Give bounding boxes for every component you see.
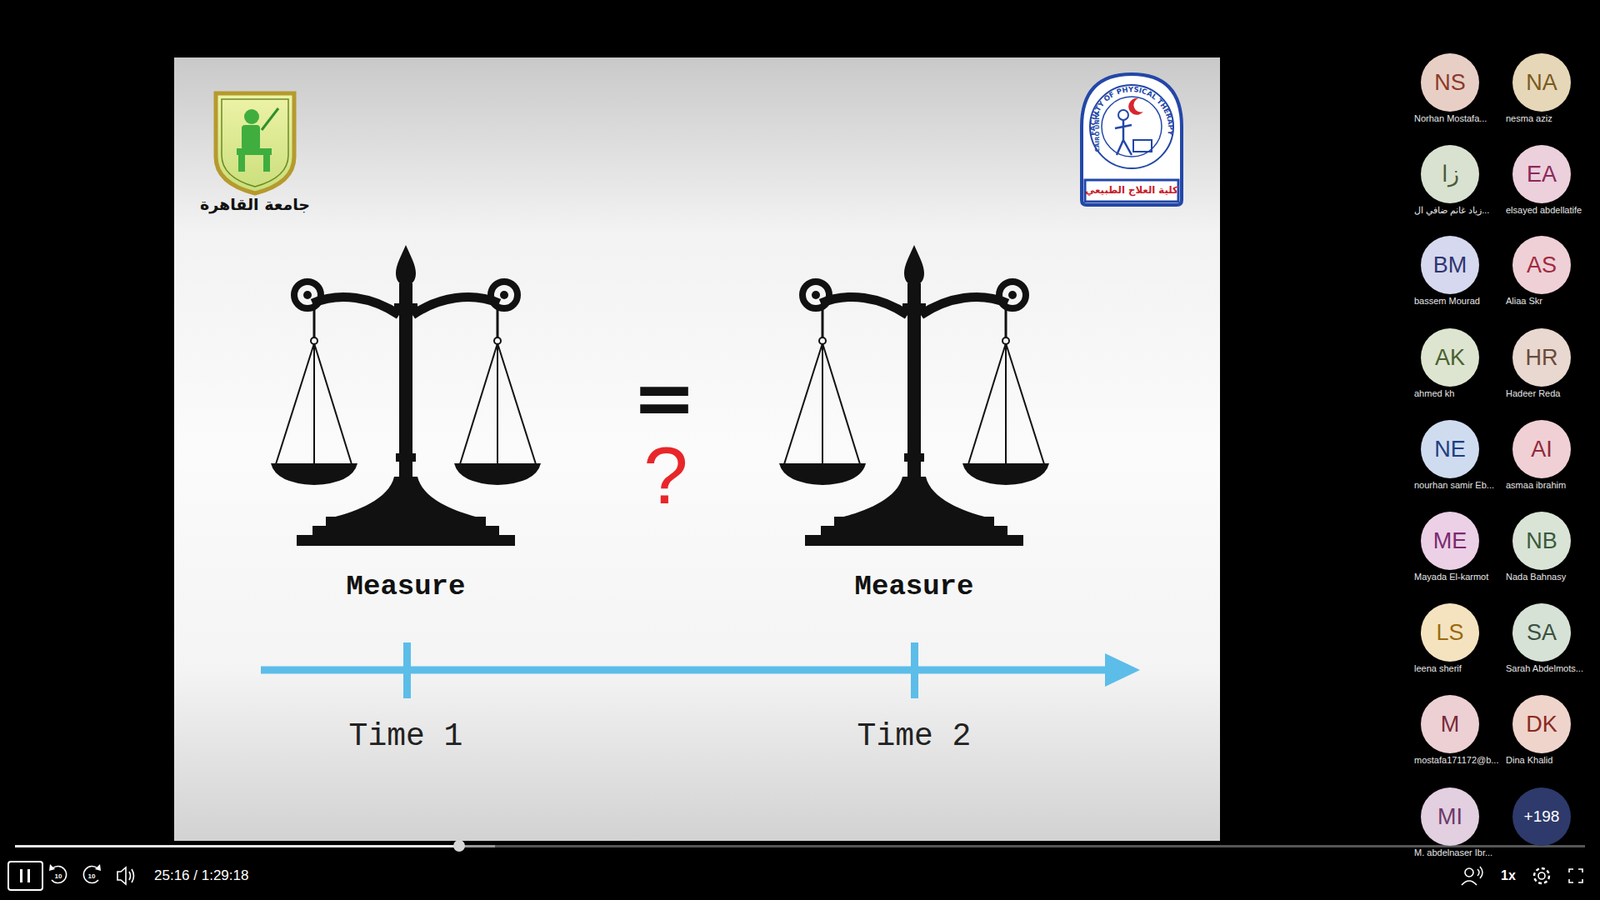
participant-name: Norhan Mostafa...	[1413, 113, 1488, 125]
avatar-initials: EA	[1512, 145, 1571, 204]
avatar-initials: AK	[1420, 328, 1480, 387]
participant-avatar: DKDina Khalid	[1512, 695, 1571, 754]
avatar-initials: ME	[1420, 511, 1480, 570]
measure-label: Measure	[855, 570, 975, 604]
logo-ring-text: FACULTY OF PHYSICAL THERAPY	[1088, 85, 1175, 137]
balance-scale	[270, 245, 541, 546]
avatar-initials: MI	[1420, 787, 1480, 846]
skip-back-seconds: 10	[55, 872, 63, 880]
participant-name: bassem Mourad	[1413, 295, 1481, 307]
avatar-initials: NA	[1512, 53, 1571, 112]
participant-name: ahmed kh	[1413, 388, 1455, 400]
participant-name: nourhan samir Eb...	[1413, 480, 1495, 491]
playback-speed: 1x	[1500, 868, 1516, 884]
question-mark: ?	[643, 435, 688, 516]
participant-name: elsayed abdellatife	[1505, 205, 1583, 216]
avatar-initials: LS	[1420, 603, 1480, 662]
participant-avatar: SASarah Abdelmots...	[1512, 603, 1571, 662]
participant-avatar: NSNorhan Mostafa...	[1420, 53, 1480, 112]
avatar-initials: DK	[1512, 695, 1571, 754]
participant-avatar: MEMayada El-karmot	[1420, 511, 1480, 570]
participant-name: Dina Khalid	[1505, 755, 1554, 766]
equals-sign: =	[631, 360, 696, 437]
participant-avatar: AKahmed kh	[1420, 328, 1480, 387]
participant-name: Aliaa Skr	[1505, 295, 1544, 307]
avatar-initials: NS	[1420, 53, 1480, 112]
participant-avatar: MIM. abdelnaser Ibr...	[1420, 787, 1480, 846]
university-logo	[215, 93, 295, 194]
time-label: Time 1	[349, 718, 464, 755]
balance-scale	[779, 245, 1050, 546]
participant-name: Nada Bahnasy	[1505, 571, 1567, 583]
participant-avatar: NEnourhan samir Eb...	[1420, 420, 1480, 479]
avatar-initials: NE	[1420, 420, 1480, 479]
participant-name: Sarah Abdelmots...	[1505, 663, 1585, 675]
participant-name: leena sherif	[1413, 663, 1463, 675]
avatar-initials: AI	[1512, 420, 1571, 479]
participant-avatar: HRHadeer Reda	[1512, 328, 1571, 387]
logo-caption: جامعة القاهرة	[200, 195, 310, 215]
participant-avatar: LSleena sherif	[1420, 603, 1480, 662]
participant-name: M. abdelnaser Ibr...	[1413, 847, 1494, 859]
avatar-initials: +198	[1512, 787, 1571, 846]
faculty-logo	[1081, 74, 1182, 205]
skip-forward-seconds: 10	[88, 872, 96, 880]
participant-avatar: NBNada Bahnasy	[1512, 511, 1571, 570]
progress-bar	[15, 840, 1585, 852]
avatar-initials: NB	[1512, 511, 1571, 570]
time-axis-arrow	[260, 642, 1140, 699]
avatar-initials: M	[1420, 695, 1480, 754]
time-label: Time 2	[857, 718, 972, 755]
participant-name: nesma aziz	[1505, 113, 1554, 125]
participant-avatar: NAnesma aziz	[1512, 53, 1571, 112]
participant-name: زياد غانم ضافي ال...	[1413, 205, 1490, 216]
participant-name: asmaa ibrahim	[1505, 480, 1567, 491]
participant-avatar: EAelsayed abdellatife	[1512, 145, 1571, 204]
participant-avatar: AIasmaa ibrahim	[1512, 420, 1571, 479]
logo-side-text: CAIRO UNIV.	[1094, 111, 1101, 152]
avatar-initials: HR	[1512, 328, 1571, 387]
playback-time: 25:16 / 1:29:18	[154, 867, 249, 885]
logo-banner-text: كلية العلاج الطبيعي	[1085, 185, 1179, 196]
participant-avatar: +198	[1512, 787, 1571, 846]
avatar-initials: AS	[1512, 235, 1571, 295]
participant-avatar: ASAliaa Skr	[1512, 235, 1571, 295]
participant-name: Hadeer Reda	[1505, 388, 1561, 400]
player-controls	[8, 861, 1583, 890]
slide-background	[174, 57, 1220, 841]
avatar-initials: SA	[1512, 603, 1571, 662]
avatar-initials: BM	[1420, 235, 1480, 295]
participant-name: Mayada El-karmot	[1413, 571, 1490, 583]
measure-label: Measure	[346, 570, 466, 604]
participant-avatar: زازياد غانم ضافي ال...	[1420, 145, 1480, 204]
participant-name: mostafa171172@b...	[1413, 755, 1500, 766]
participant-avatar: BMbassem Mourad	[1420, 235, 1480, 295]
participant-avatar: Mmostafa171172@b...	[1420, 695, 1480, 754]
avatar-initials: زا	[1420, 145, 1480, 204]
